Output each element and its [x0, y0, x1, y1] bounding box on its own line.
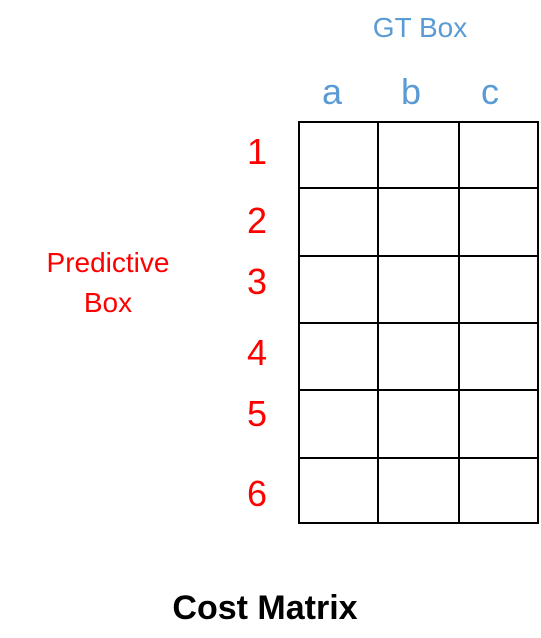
row-label-6: 6: [246, 473, 268, 514]
matrix-cell-6c: [458, 457, 539, 524]
gt-box-title: GT Box: [372, 12, 468, 43]
column-label-c: c: [481, 71, 499, 112]
matrix-cell-1a: [298, 121, 379, 189]
column-label-a: a: [321, 71, 343, 112]
cost-matrix-grid: [298, 121, 539, 524]
matrix-cell-5a: [298, 389, 379, 459]
row-label-1: 1: [246, 131, 268, 172]
matrix-cell-2a: [298, 187, 379, 257]
matrix-cell-2c: [458, 187, 539, 257]
matrix-cell-4a: [298, 322, 379, 391]
matrix-cell-4b: [377, 322, 460, 391]
row-label-4: 4: [246, 332, 268, 373]
matrix-cell-3b: [377, 255, 460, 324]
row-label-5: 5: [246, 393, 268, 434]
matrix-cell-2b: [377, 187, 460, 257]
cost-matrix-title: Cost Matrix: [172, 589, 358, 627]
predictive-box-title-line2: Box: [83, 287, 133, 318]
matrix-cell-5b: [377, 389, 460, 459]
matrix-cell-3c: [458, 255, 539, 324]
matrix-cell-3a: [298, 255, 379, 324]
predictive-box-title-line1: Predictive: [46, 247, 170, 278]
matrix-cell-5c: [458, 389, 539, 459]
matrix-cell-6a: [298, 457, 379, 524]
column-label-b: b: [400, 71, 422, 112]
row-label-2: 2: [246, 200, 268, 241]
matrix-cell-4c: [458, 322, 539, 391]
matrix-cell-1c: [458, 121, 539, 189]
row-label-3: 3: [246, 261, 268, 302]
matrix-cell-1b: [377, 121, 460, 189]
matrix-cell-6b: [377, 457, 460, 524]
